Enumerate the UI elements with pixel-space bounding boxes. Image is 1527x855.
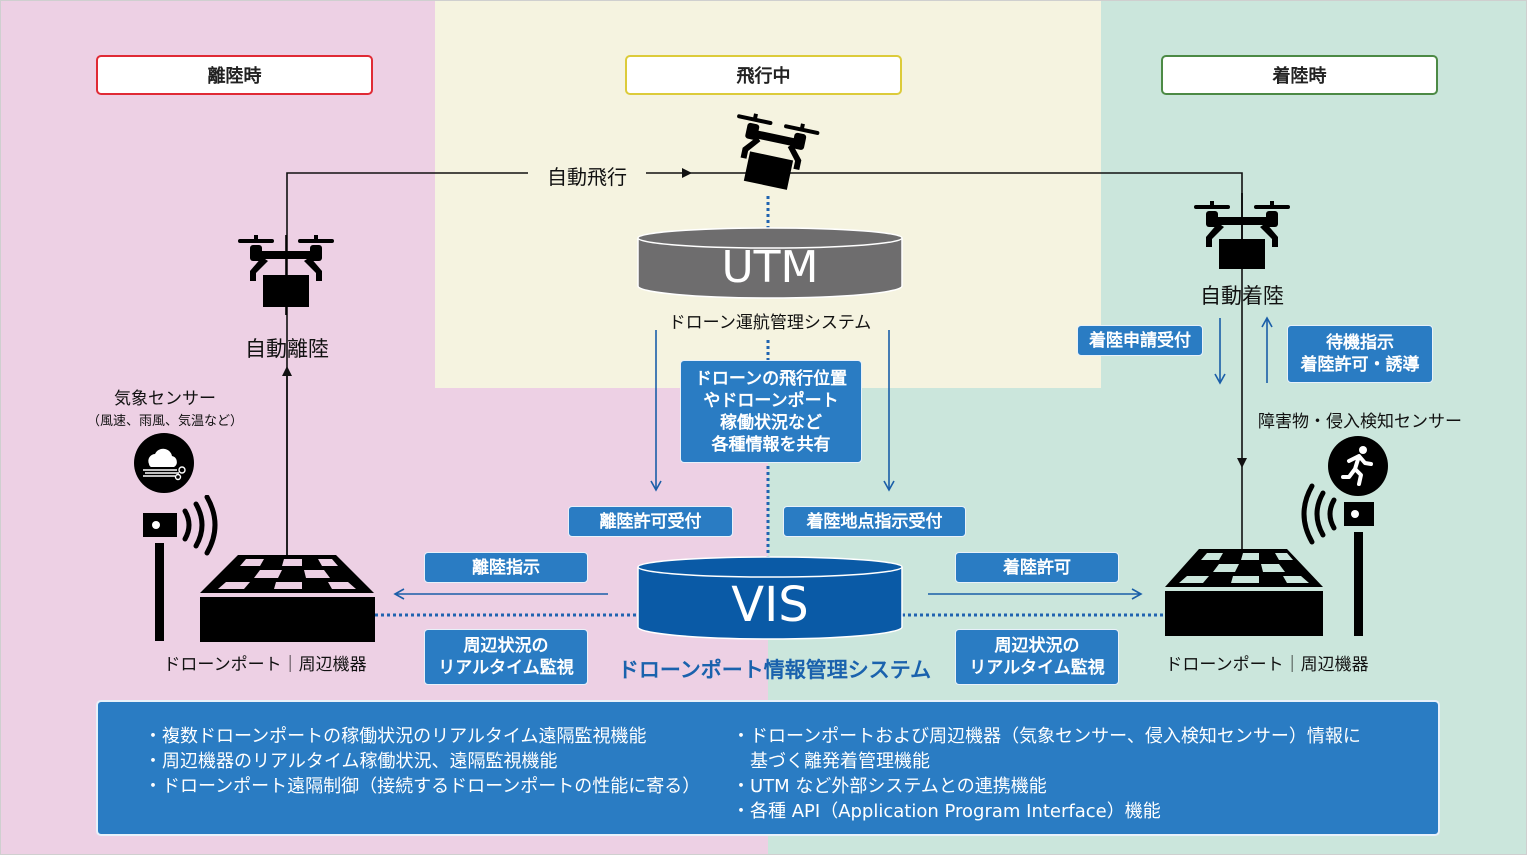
drone-landing-icon xyxy=(1194,193,1290,269)
utm-subtitle: ドローン運航管理システム xyxy=(668,313,872,333)
weather-sensor-pole-icon xyxy=(143,495,218,641)
utm-database: UTM xyxy=(636,226,904,300)
intrusion-icon xyxy=(1328,436,1388,496)
flight-path-line-right xyxy=(690,172,1247,468)
shared-info-box: ドローンの飛行位置 やドローンポート 稼働状況など 各種情報を共有 xyxy=(680,360,862,463)
weather-icon xyxy=(134,433,194,493)
drone-flying-icon xyxy=(737,113,820,190)
intrusion-sensor-pole-icon xyxy=(1301,483,1374,636)
phase-flight-label: 飛行中 xyxy=(736,66,791,87)
phase-landing-label: 着陸時 xyxy=(1272,66,1327,87)
landing-request-box: 着陸申請受付 xyxy=(1077,325,1203,356)
intrusion-sensor-title: 障害物・侵入検知センサー xyxy=(1258,412,1462,432)
drone-takeoff-icon xyxy=(238,235,334,315)
drone-port-right-icon xyxy=(1165,549,1323,636)
takeoff-instruction-box: 離陸指示 xyxy=(424,552,588,583)
phase-landing: 着陸時 xyxy=(1161,55,1438,95)
auto-flight-label: 自動飛行 xyxy=(547,165,627,189)
utm-name: UTM xyxy=(721,242,819,293)
phase-takeoff: 離陸時 xyxy=(96,55,373,95)
standby-box: 待機指示 着陸許可・誘導 xyxy=(1287,325,1433,383)
drone-port-left-icon xyxy=(200,555,375,642)
vis-name: VIS xyxy=(731,577,809,633)
takeoff-permission-box: 離陸許可受付 xyxy=(568,506,733,537)
auto-takeoff-label: 自動離陸 xyxy=(245,337,329,361)
feature-item: ・UTM など外部システムとの連携機能 xyxy=(732,776,1047,797)
drone-port-right-label: ドローンポート｜周辺機器 xyxy=(1165,655,1369,675)
auto-landing-label: 自動着陸 xyxy=(1200,284,1284,308)
weather-sensor-title: 気象センサー xyxy=(114,389,216,409)
features-left-list: ・複数ドローンポートの稼働状況のリアルタイム遠隔監視機能 ・周辺機器のリアルタイ… xyxy=(144,724,700,799)
vis-subtitle: ドローンポート情報管理システム xyxy=(617,658,932,682)
phase-takeoff-label: 離陸時 xyxy=(207,66,262,87)
vis-database: VIS xyxy=(636,555,904,643)
landing-point-box: 着陸地点指示受付 xyxy=(783,506,966,537)
drone-port-left-label: ドローンポート｜周辺機器 xyxy=(163,655,367,675)
weather-sensor-note: （風速、雨風、気温など） xyxy=(86,414,243,429)
feature-item: ・ドローンポート遠隔制御（接続するドローンポートの性能に寄る） xyxy=(144,776,701,797)
monitor-right-box: 周辺状況の リアルタイム監視 xyxy=(955,629,1119,685)
features-right-list: ・ドローンポートおよび周辺機器（気象センサー、侵入検知センサー）情報に 基づく離… xyxy=(732,724,1361,824)
features-panel: ・複数ドローンポートの稼働状況のリアルタイム遠隔監視機能 ・周辺機器のリアルタイ… xyxy=(96,700,1440,836)
feature-item: ・各種 API（Application Program Interface）機能 xyxy=(732,801,1161,822)
feature-item: ・複数ドローンポートの稼働状況のリアルタイム遠隔監視機能 xyxy=(144,726,647,747)
utm-cylinder-icon xyxy=(637,227,903,299)
flight-path-line xyxy=(286,172,528,555)
feature-item: ・周辺機器のリアルタイム稼働状況、遠隔監視機能 xyxy=(144,751,558,772)
landing-permission-box: 着陸許可 xyxy=(955,552,1119,583)
monitor-left-box: 周辺状況の リアルタイム監視 xyxy=(424,629,588,685)
vis-cylinder-icon xyxy=(637,556,903,640)
feature-item: ・ドローンポートおよび周辺機器（気象センサー、侵入検知センサー）情報に 基づく離… xyxy=(732,726,1361,772)
phase-flight: 飛行中 xyxy=(625,55,902,95)
